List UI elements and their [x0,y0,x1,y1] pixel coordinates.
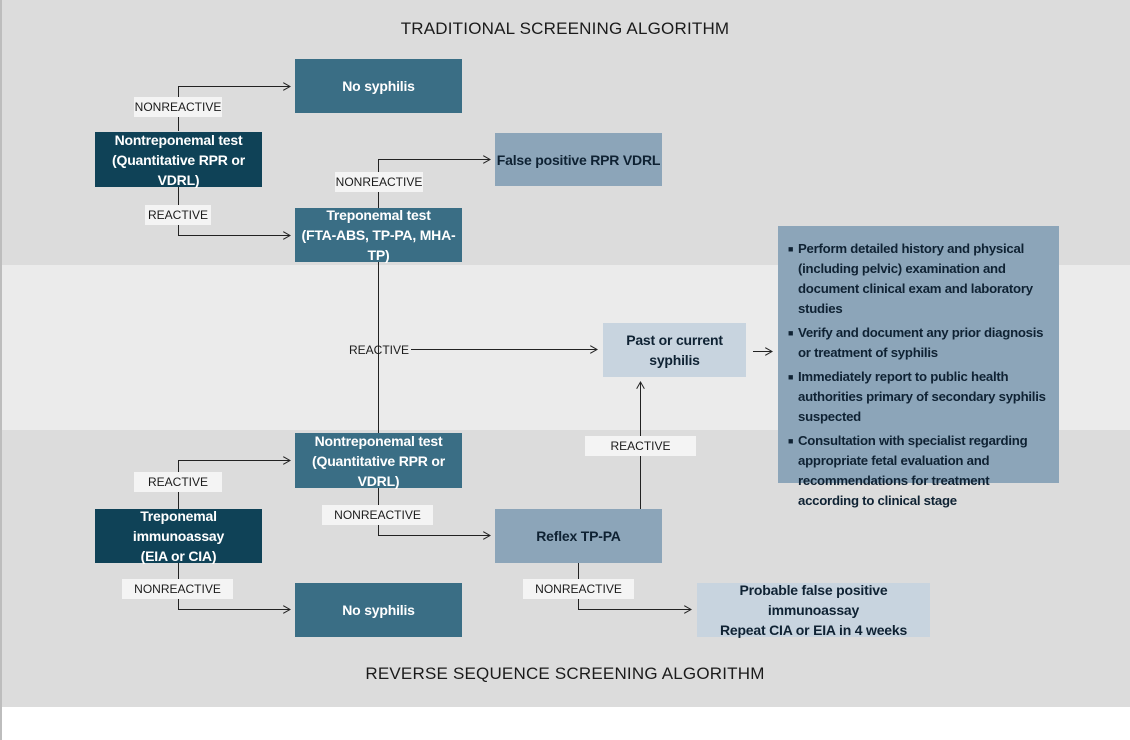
action-item: ■ Consultation with specialist regarding … [788,431,1049,511]
action-text: Verify and document any prior diagnosis … [798,325,1044,360]
treponemal-immunoassay-box: Treponemal immunoassay (EIA or CIA) [95,508,262,564]
arrow-to-nontreponemal-bottom [178,461,291,509]
nontreponemal-test-box-bottom: Nontreponemal test (Quantitative RPR or … [295,433,462,489]
traditional-algorithm-heading: TRADITIONAL SCREENING ALGORITHM [400,19,730,38]
nontreponemal-test-box-top: Nontreponemal test (Quantitative RPR or … [95,132,262,188]
nonreactive-label: NONREACTIVE [523,579,634,599]
arrow-to-no-syphilis-bottom [178,563,291,610]
left-border [0,0,2,740]
clinical-actions-list: ■ Perform detailed history and physical (… [788,239,1049,511]
bullet-icon: ■ [788,436,794,446]
reactive-label: REACTIVE [585,436,696,456]
action-text: Immediately report to public health auth… [798,369,1046,424]
action-item: ■ Perform detailed history and physical (… [788,239,1049,319]
action-text: Consultation with specialist regarding a… [798,433,1028,508]
no-syphilis-box-top: No syphilis [295,59,462,113]
nonreactive-label: NONREACTIVE [134,97,222,117]
action-item: ■ Verify and document any prior diagnosis… [788,323,1049,363]
arrow-to-reflex [378,488,491,536]
reactive-label: REACTIVE [348,343,409,357]
reactive-label: REACTIVE [134,472,222,492]
clinical-actions-panel: ■ Perform detailed history and physical (… [778,226,1059,508]
nonreactive-label: NONREACTIVE [335,172,423,192]
nonreactive-label: NONREACTIVE [322,505,433,525]
reflex-tp-pa-box: Reflex TP-PA [495,509,662,563]
reactive-label: REACTIVE [145,205,211,225]
bullet-icon: ■ [788,372,794,382]
nonreactive-label: NONREACTIVE [122,579,233,599]
bullet-icon: ■ [788,244,794,254]
no-syphilis-box-bottom: No syphilis [295,583,462,637]
arrow-to-probable-false [578,563,692,610]
action-item: ■ Immediately report to public health aut… [788,367,1049,427]
arrow-to-treponemal-test [178,187,291,236]
past-or-current-syphilis-box: Past or current syphilis [603,323,746,377]
probable-false-positive-box: Probable false positive immunoassay Repe… [697,582,930,638]
action-text: Perform detailed history and physical (i… [798,241,1033,316]
bullet-icon: ■ [788,328,794,338]
reverse-algorithm-heading: REVERSE SEQUENCE SCREENING ALGORITHM [365,664,765,683]
treponemal-test-box: Treponemal test (FTA-ABS, TP-PA, MHA-TP) [295,207,462,263]
false-positive-box: False positive RPR VDRL [495,133,662,186]
